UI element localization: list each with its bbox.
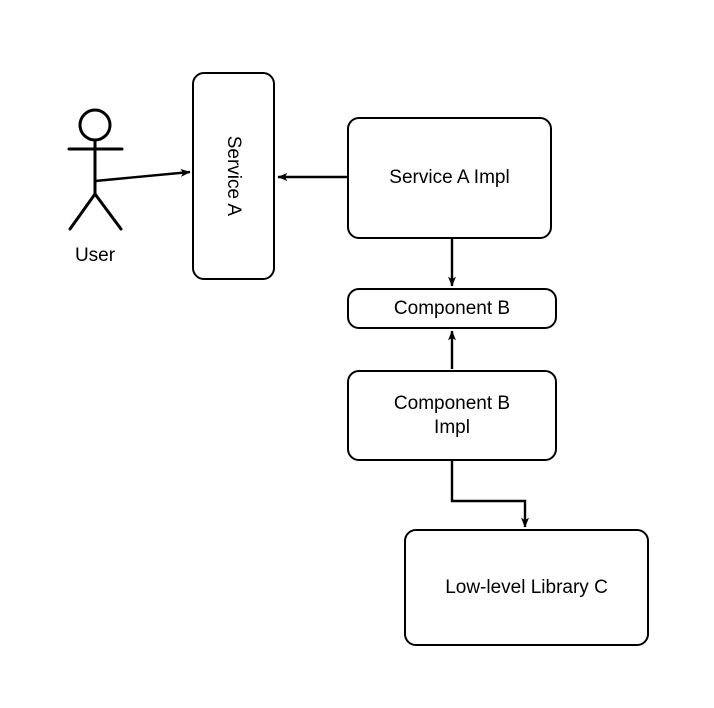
actor-user-figure (67, 108, 124, 231)
node-component-b-label: Component B (393, 297, 511, 319)
node-service-a-label: Service A (223, 135, 245, 217)
node-low-level-library-c-label: Low-level Library C (445, 576, 608, 598)
actor-user-label: User (74, 245, 116, 266)
node-component-b[interactable]: Component B (347, 288, 557, 329)
node-component-b-impl-label: Component B Impl (393, 392, 511, 438)
edge-user-to-service-a (94, 168, 191, 183)
actor-left-leg-line (68, 192, 97, 231)
node-service-a-impl[interactable]: Service A Impl (347, 117, 552, 239)
actor-right-leg-line (93, 192, 123, 231)
edge-component-b-impl-to-low-level-library-c (450, 461, 529, 528)
node-low-level-library-c[interactable]: Low-level Library C (404, 529, 649, 646)
node-service-a[interactable]: Service A (192, 72, 275, 280)
node-service-a-impl-label: Service A Impl (389, 167, 510, 189)
node-component-b-impl[interactable]: Component B Impl (347, 370, 557, 461)
